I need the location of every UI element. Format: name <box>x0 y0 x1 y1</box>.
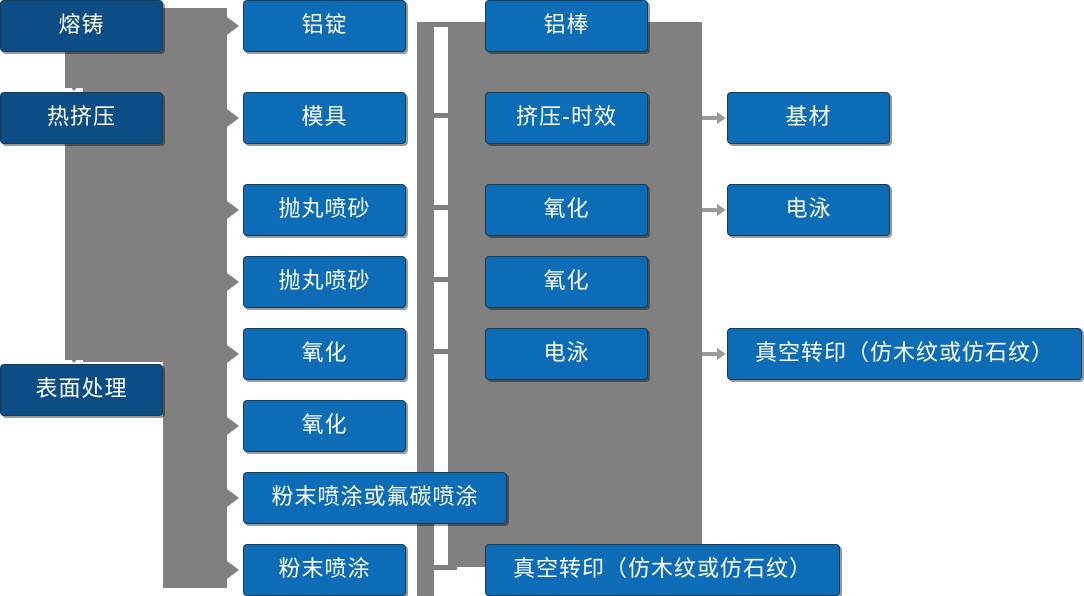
feeder-arrow-2 <box>227 109 239 127</box>
collector-rung-5 <box>417 349 457 354</box>
operation-label-6: 氧化 <box>301 413 348 438</box>
operation-box-2[interactable]: 模具 <box>243 92 406 144</box>
output-arrow-1-head <box>717 112 726 124</box>
treatment-label-1: 铝棒 <box>543 13 590 38</box>
treatment-label-3: 氧化 <box>543 197 590 222</box>
operation-box-7[interactable]: 粉末喷涂或氟碳喷涂 <box>243 472 507 524</box>
feeder-arrow-3 <box>227 201 239 219</box>
stage-label-surface: 表面处理 <box>35 377 128 402</box>
operation-box-3[interactable]: 抛丸喷砂 <box>243 184 406 236</box>
output-box-2[interactable]: 电泳 <box>727 184 890 236</box>
operation-box-4[interactable]: 抛丸喷砂 <box>243 256 406 308</box>
operation-label-1: 铝锭 <box>301 13 348 38</box>
treatment-label-5: 电泳 <box>543 341 590 366</box>
feeder-arrow-4 <box>227 273 239 291</box>
treatment-label-6: 真空转印（仿木纹或仿石纹） <box>512 557 812 582</box>
surface-stage-riser <box>163 362 227 588</box>
output-label-1: 基材 <box>785 105 832 130</box>
stage-spine-connector <box>65 52 83 88</box>
operation-label-7: 粉末喷涂或氟碳喷涂 <box>271 485 479 510</box>
treatment-box-2[interactable]: 挤压-时效 <box>485 92 648 144</box>
operation-box-6[interactable]: 氧化 <box>243 400 406 452</box>
collector-rung-3 <box>417 205 457 210</box>
treatment-label-2: 挤压-时效 <box>516 105 617 130</box>
collector-rung-6 <box>417 565 457 570</box>
stage-spine-connector-2 <box>65 144 83 360</box>
treatment-box-1[interactable]: 铝棒 <box>485 0 648 52</box>
output-arrow-2-shaft <box>702 208 717 212</box>
stage-box-extrusion[interactable]: 热挤压 <box>0 92 163 144</box>
operation-box-1[interactable]: 铝锭 <box>243 0 406 52</box>
feeder-arrow-6 <box>227 417 239 435</box>
output-arrow-2 <box>702 204 726 216</box>
stage-label-extrusion: 热挤压 <box>46 105 116 130</box>
stage-spine-arrow-1 <box>65 80 83 91</box>
output-box-3[interactable]: 真空转印（仿木纹或仿石纹） <box>727 328 1082 380</box>
treatment-box-6[interactable]: 真空转印（仿木纹或仿石纹） <box>485 544 840 596</box>
feeder-arrow-5 <box>227 345 239 363</box>
operation-label-5: 氧化 <box>301 341 348 366</box>
output-box-1[interactable]: 基材 <box>727 92 890 144</box>
output-arrow-3-shaft <box>702 352 717 356</box>
operation-box-8[interactable]: 粉末喷涂 <box>243 544 406 596</box>
stage-spine-arrow-2 <box>65 352 83 363</box>
output-label-2: 电泳 <box>785 197 832 222</box>
operation-label-2: 模具 <box>301 105 348 130</box>
operation-label-4: 抛丸喷砂 <box>278 269 371 294</box>
operation-box-5[interactable]: 氧化 <box>243 328 406 380</box>
operation-label-8: 粉末喷涂 <box>278 557 371 582</box>
treatment-box-3[interactable]: 氧化 <box>485 184 648 236</box>
collector-rung-4 <box>417 277 457 282</box>
treatment-box-5[interactable]: 电泳 <box>485 328 648 380</box>
output-label-3: 真空转印（仿木纹或仿石纹） <box>754 341 1054 366</box>
treatment-label-4: 氧化 <box>543 269 590 294</box>
stage-box-melting[interactable]: 熔铸 <box>0 0 163 52</box>
output-arrow-1-shaft <box>702 116 717 120</box>
collector-rung-2 <box>417 113 457 118</box>
stage-box-surface[interactable]: 表面处理 <box>0 364 163 416</box>
output-arrow-2-head <box>717 204 726 216</box>
collector-rung-1 <box>417 22 457 27</box>
output-arrow-3 <box>702 348 726 360</box>
feeder-arrow-7 <box>227 489 239 507</box>
treatment-box-4[interactable]: 氧化 <box>485 256 648 308</box>
feeder-arrow-8 <box>227 561 239 579</box>
output-arrow-3-head <box>717 348 726 360</box>
output-arrow-1 <box>702 112 726 124</box>
operations-feeder-riser <box>83 8 183 362</box>
stage-label-melting: 熔铸 <box>58 13 105 38</box>
feeder-arrow-1 <box>227 17 239 35</box>
operation-label-3: 抛丸喷砂 <box>278 197 371 222</box>
operations-collector-spine <box>417 22 434 472</box>
